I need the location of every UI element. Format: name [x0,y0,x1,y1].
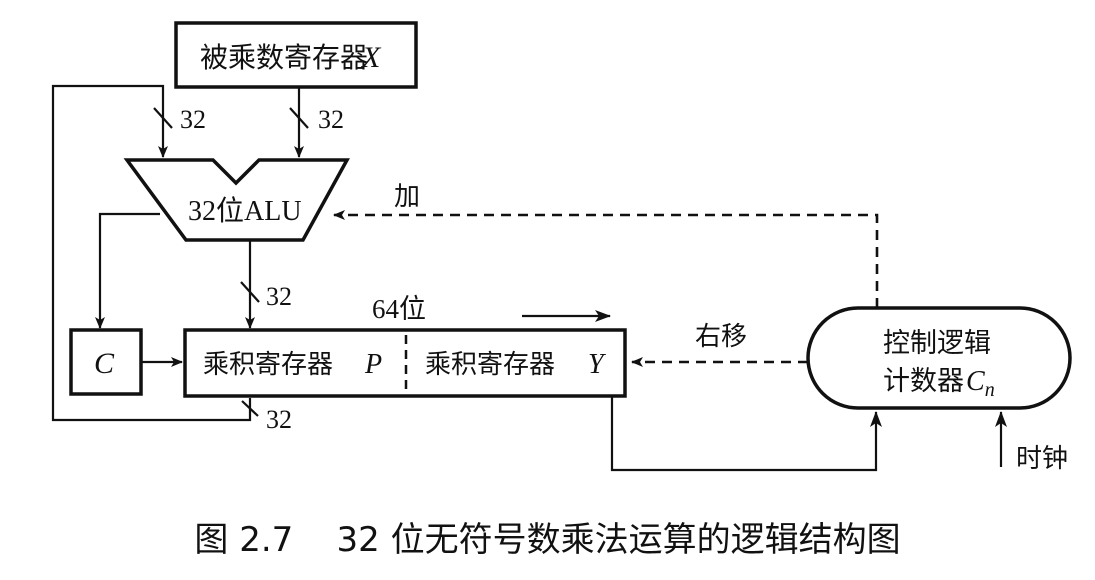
bus-width-p-feedback: 32 [266,405,292,434]
figure-title: 32 位无符号数乘法运算的逻辑结构图 [336,520,901,560]
control-logic-line2: 计数器 [883,366,964,397]
signal-add-label: 加 [394,182,420,212]
counter-var: Cn [966,366,995,401]
bus-alu-to-p: 32 [240,240,292,329]
figure-caption: 图 2.7 32 位无符号数乘法运算的逻辑结构图 [0,512,1095,561]
control-logic: 控制逻辑 计数器 Cn [806,306,1072,410]
alu: 32位ALU [123,158,350,242]
product-register-y-label: 乘积寄存器 [425,350,555,380]
signal-add: 加 [333,182,879,308]
product-register-y: 乘积寄存器 Y [425,349,607,380]
bus-width-alu-to-p: 32 [266,282,292,311]
clock-input: 时钟 [995,411,1068,474]
width-label: 64位 [372,294,426,324]
signal-shift-right-label: 右移 [695,322,747,352]
signal-shift-right: 右移 [631,322,808,367]
wire-y0-to-control [610,396,882,472]
product-register-p-label: 乘积寄存器 [203,350,333,380]
clock-label: 时钟 [1016,444,1068,474]
product-register: 乘积寄存器 P 乘积寄存器 Y [183,328,627,398]
wire-alu-to-carry [95,212,160,329]
figure-number: 图 2.7 [194,520,294,560]
carry-register: C [69,328,143,396]
product-register-p: 乘积寄存器 P [203,349,382,380]
alu-label: 32位ALU [188,195,302,227]
control-logic-line1: 控制逻辑 [883,328,991,359]
multiplicand-register-label: 被乘数寄存器 [200,41,368,74]
multiplicand-register-var: X [361,41,382,74]
multiplicand-register: 被乘数寄存器 X [174,21,418,89]
bus-p-to-alu: 32 32 [51,84,292,434]
product-register-p-var: P [364,349,382,380]
bus-width-p-to-alu: 32 [180,105,206,134]
product-register-y-var: Y [588,349,607,380]
carry-register-var: C [94,347,115,380]
bus-x-to-alu: 32 [289,87,344,158]
bus-width-x-to-alu: 32 [318,105,344,134]
